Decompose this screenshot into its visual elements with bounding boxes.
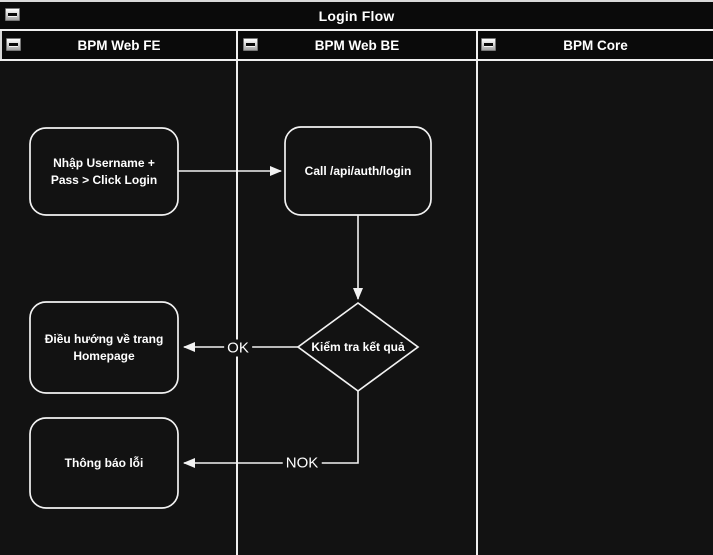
node-label-line: Call /api/auth/login	[304, 163, 412, 178]
lane-header-bpm-web-fe[interactable]: BPM Web FE	[2, 31, 236, 59]
lane-label: BPM Web BE	[314, 37, 400, 53]
node-label-line: Kiểm tra kết quả	[311, 339, 405, 354]
node-check-result-shape[interactable]	[296, 301, 420, 393]
node-label-line: Thông báo lỗi	[64, 455, 144, 470]
node-label-line: Điều hướng về trang	[44, 331, 164, 346]
lane-label: BPM Core	[563, 37, 628, 53]
node-check-result[interactable]: Kiểm tra kết quả	[298, 303, 418, 391]
frame-top-border	[0, 0, 713, 2]
node-call-api-shape[interactable]	[284, 126, 432, 216]
node-label-line: Nhập Username +	[53, 155, 155, 170]
collapse-icon[interactable]	[243, 38, 258, 51]
pool-title: Login Flow	[318, 7, 395, 24]
node-input-login-shape[interactable]	[29, 127, 179, 216]
collapse-icon[interactable]	[481, 38, 496, 51]
node-error-note-shape[interactable]	[29, 417, 179, 509]
pool-title-bar[interactable]: Login Flow	[0, 2, 713, 29]
lane-label: BPM Web FE	[77, 37, 161, 53]
node-redirect-home[interactable]: Điều hướng về trang Homepage	[30, 302, 178, 393]
lane-header-bpm-core[interactable]: BPM Core	[478, 31, 713, 59]
edge-label-ok[interactable]: OK	[224, 339, 252, 357]
edge-label-nok[interactable]: NOK	[282, 454, 322, 472]
node-input-login[interactable]: Nhập Username + Pass > Click Login	[30, 128, 178, 215]
collapse-icon[interactable]	[5, 8, 20, 21]
edge-nok[interactable]	[183, 391, 359, 468]
lane-divider-1	[236, 31, 238, 555]
node-error-note[interactable]: Thông báo lỗi	[30, 418, 178, 508]
node-redirect-home-shape[interactable]	[29, 301, 179, 394]
lane-divider-2	[476, 31, 478, 555]
lane-header-separator	[0, 59, 713, 61]
title-separator	[0, 29, 713, 31]
node-label-line: Pass > Click Login	[50, 172, 158, 187]
collapse-icon[interactable]	[6, 38, 21, 51]
node-call-api[interactable]: Call /api/auth/login	[285, 127, 431, 215]
lane-header-bpm-web-be[interactable]: BPM Web BE	[238, 31, 476, 59]
node-label-line: Homepage	[73, 348, 135, 363]
